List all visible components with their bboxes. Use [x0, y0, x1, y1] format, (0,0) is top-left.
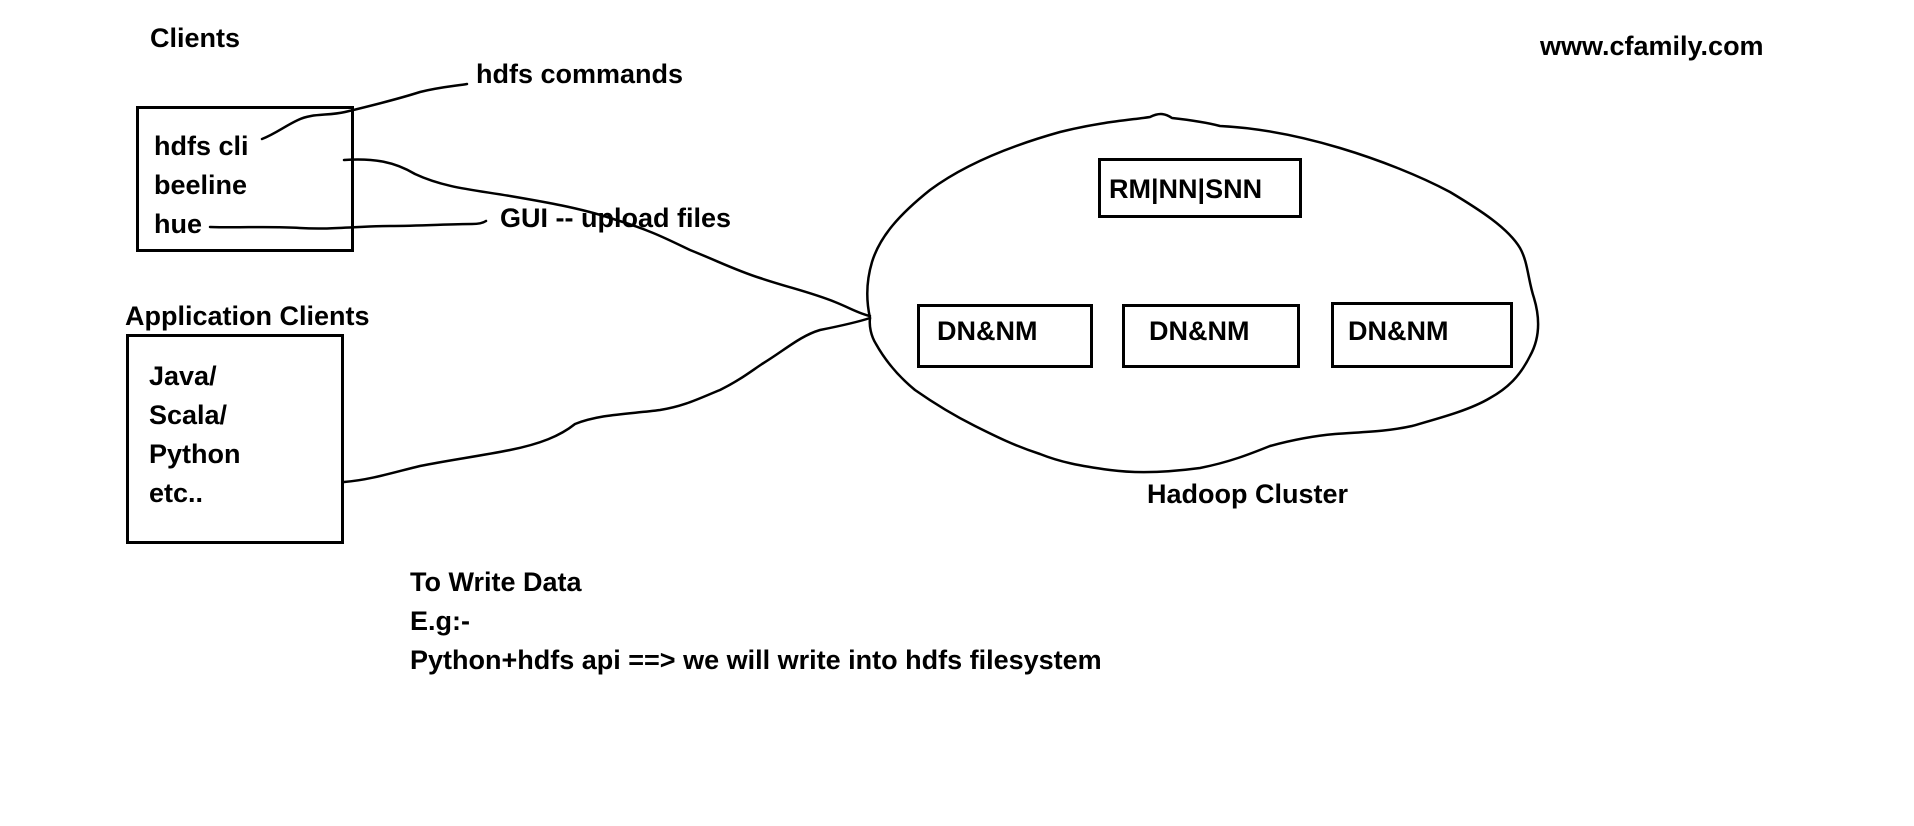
- app-client-item-python: Python: [149, 439, 241, 469]
- clients-title: Clients: [150, 23, 241, 53]
- app-client-item-java: Java/: [149, 361, 217, 391]
- note-line-1: To Write Data: [410, 567, 582, 597]
- note-line-2: E.g:-: [410, 606, 470, 636]
- connector-gui-upload: [208, 219, 488, 230]
- clients-list: hdfs cli beeline hue: [154, 127, 249, 244]
- client-item-beeline: beeline: [154, 170, 248, 200]
- application-clients-box: Java/ Scala/ Python etc..: [126, 334, 344, 544]
- worker-node-box-1: DN&NM: [917, 304, 1093, 368]
- worker-node-label-2: DN&NM: [1149, 316, 1250, 346]
- master-node-box: RM|NN|SNN: [1098, 158, 1302, 218]
- note-line-3: Python+hdfs api ==> we will write into h…: [410, 645, 1102, 675]
- worker-node-label-1: DN&NM: [937, 316, 1038, 346]
- hdfs-commands-label: hdfs commands: [476, 59, 684, 89]
- clients-box: hdfs cli beeline hue: [136, 106, 354, 252]
- gui-upload-label: GUI -- upload files: [500, 203, 732, 233]
- hadoop-cluster-outline: [866, 112, 1540, 474]
- connector-app-to-cluster: [342, 316, 872, 484]
- app-client-item-etc: etc..: [149, 478, 204, 508]
- write-data-notes: To Write Data E.g:- Python+hdfs api ==> …: [410, 563, 1102, 680]
- client-item-hue: hue: [154, 209, 203, 239]
- website-label: www.cfamily.com: [1540, 31, 1764, 61]
- worker-node-label-3: DN&NM: [1348, 316, 1449, 346]
- client-item-hdfs-cli: hdfs cli: [154, 131, 249, 161]
- connector-hdfs-commands: [260, 82, 469, 141]
- application-clients-title: Application Clients: [125, 301, 370, 331]
- master-node-label: RM|NN|SNN: [1109, 174, 1263, 204]
- worker-node-box-3: DN&NM: [1331, 302, 1513, 368]
- hadoop-cluster-label: Hadoop Cluster: [1147, 479, 1349, 509]
- app-client-item-scala: Scala/: [149, 400, 228, 430]
- application-clients-list: Java/ Scala/ Python etc..: [149, 357, 241, 513]
- worker-node-box-2: DN&NM: [1122, 304, 1300, 368]
- connector-clients-to-cluster: [342, 158, 872, 318]
